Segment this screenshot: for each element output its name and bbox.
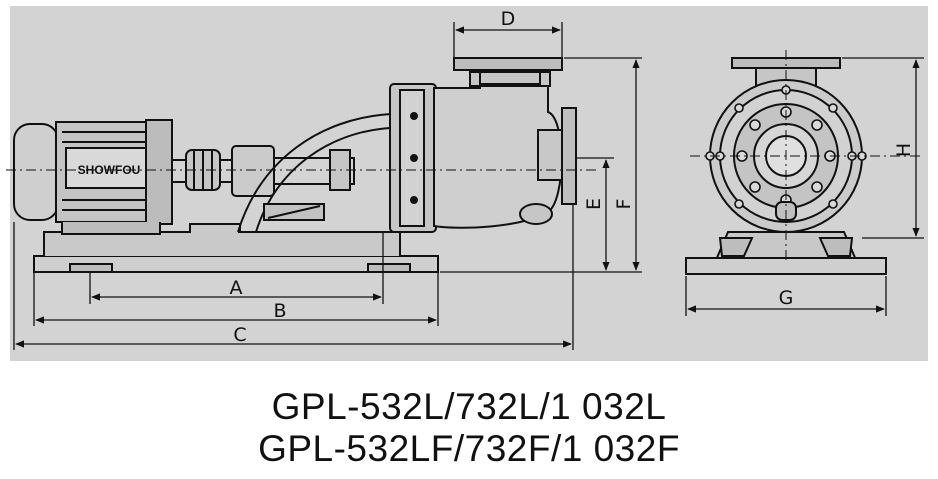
dim-label-d: D bbox=[501, 8, 516, 30]
pump-front-view bbox=[685, 50, 920, 275]
dimension-lines-front bbox=[685, 57, 924, 316]
pump-side-view: SHOWFOU bbox=[6, 57, 600, 273]
dim-label-c: C bbox=[233, 324, 246, 346]
technical-drawing: SHOWFOU bbox=[6, 6, 928, 361]
dim-label-f: F bbox=[613, 199, 635, 210]
pump-casing bbox=[389, 57, 577, 233]
dim-label-h: H bbox=[893, 143, 915, 157]
dim-label-a: A bbox=[230, 277, 243, 299]
model-title-line-2: GPL-532LF/732F/1 032F bbox=[258, 428, 680, 469]
dimension-lines-side bbox=[13, 22, 642, 350]
shaft-coupling bbox=[171, 145, 355, 197]
dim-label-g: G bbox=[779, 287, 794, 309]
model-title-line-1: GPL-532L/732L/1 032L bbox=[271, 386, 667, 427]
motor bbox=[13, 119, 173, 235]
dim-label-b: B bbox=[273, 300, 286, 322]
dim-label-e: E bbox=[583, 198, 605, 210]
